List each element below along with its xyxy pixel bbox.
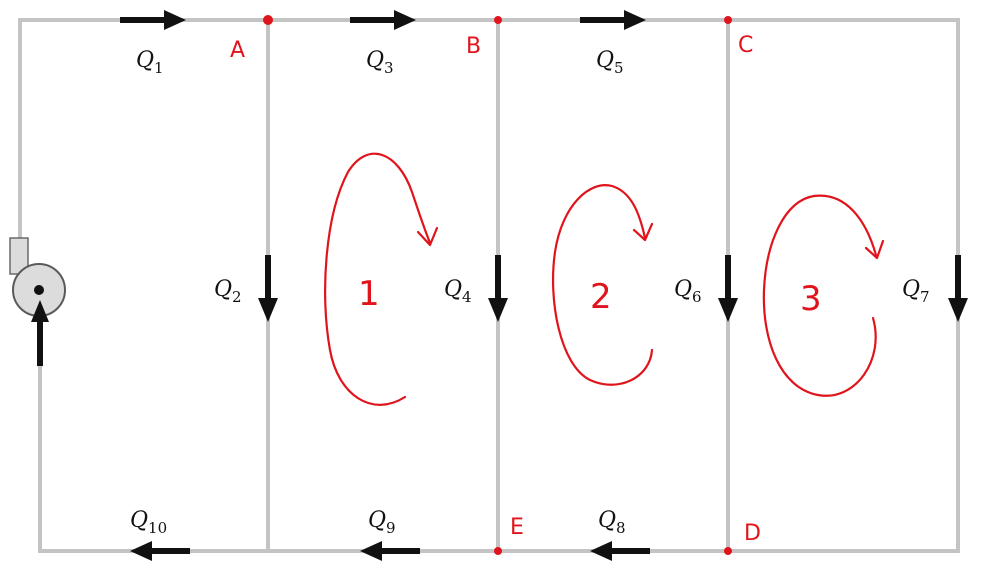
flow-label-q8: Q8 [598, 508, 626, 537]
node-label-d: D [744, 521, 761, 546]
node-dot-d [724, 547, 732, 555]
flow-label-q1: Q1 [136, 48, 164, 77]
loop-arc-3 [762, 194, 878, 397]
node-label-b: B [466, 34, 481, 59]
node-label-e: E [510, 515, 524, 540]
flow-label-q9: Q9 [368, 508, 396, 537]
pump-hub [34, 285, 44, 295]
arrow-right-q3 [350, 10, 416, 30]
node-dot-c [724, 16, 732, 24]
flow-label-q4: Q4 [444, 277, 472, 306]
arrow-left-q9 [360, 541, 420, 561]
loop-arrowhead-1 [416, 226, 439, 247]
node-dot-b [494, 16, 502, 24]
flow-arrows [120, 10, 968, 561]
flow-label-q10: Q10 [130, 508, 167, 537]
flow-label-q6: Q6 [674, 277, 702, 306]
loop-label-2: 2 [590, 277, 612, 317]
flow-label-q2: Q2 [214, 277, 242, 306]
node-dot-e [494, 547, 502, 555]
arrow-down-q4 [488, 255, 508, 322]
flow-labels: Q1 Q2 Q3 Q4 Q5 Q6 Q7 Q8 Q9 Q10 [130, 48, 930, 537]
loop-label-1: 1 [358, 274, 380, 314]
loop-arc-1 [324, 152, 432, 406]
arrow-left-q10 [130, 541, 190, 561]
arrow-down-q7 [948, 255, 968, 322]
flow-label-q7: Q7 [902, 277, 930, 306]
pump-inlet-arrow-head [31, 300, 49, 322]
loop-label-3: 3 [800, 279, 822, 319]
flow-label-q5: Q5 [596, 48, 624, 77]
loop-arc-2 [552, 184, 654, 386]
loop-annotations: 1 2 3 [324, 152, 885, 406]
arrow-down-q6 [718, 255, 738, 322]
node-dot-a [263, 15, 273, 25]
loop-arrowhead-2 [632, 222, 654, 242]
loop-arrowhead-3 [864, 239, 885, 260]
node-label-a: A [230, 38, 245, 63]
node-label-c: C [738, 33, 753, 58]
arrow-right-q1 [120, 10, 186, 30]
arrow-left-q8 [590, 541, 650, 561]
pump-icon [9, 237, 66, 366]
nodes: A B C D E [230, 15, 761, 555]
flow-label-q3: Q3 [366, 48, 394, 77]
arrow-right-q5 [580, 10, 646, 30]
arrow-down-q2 [258, 255, 278, 322]
